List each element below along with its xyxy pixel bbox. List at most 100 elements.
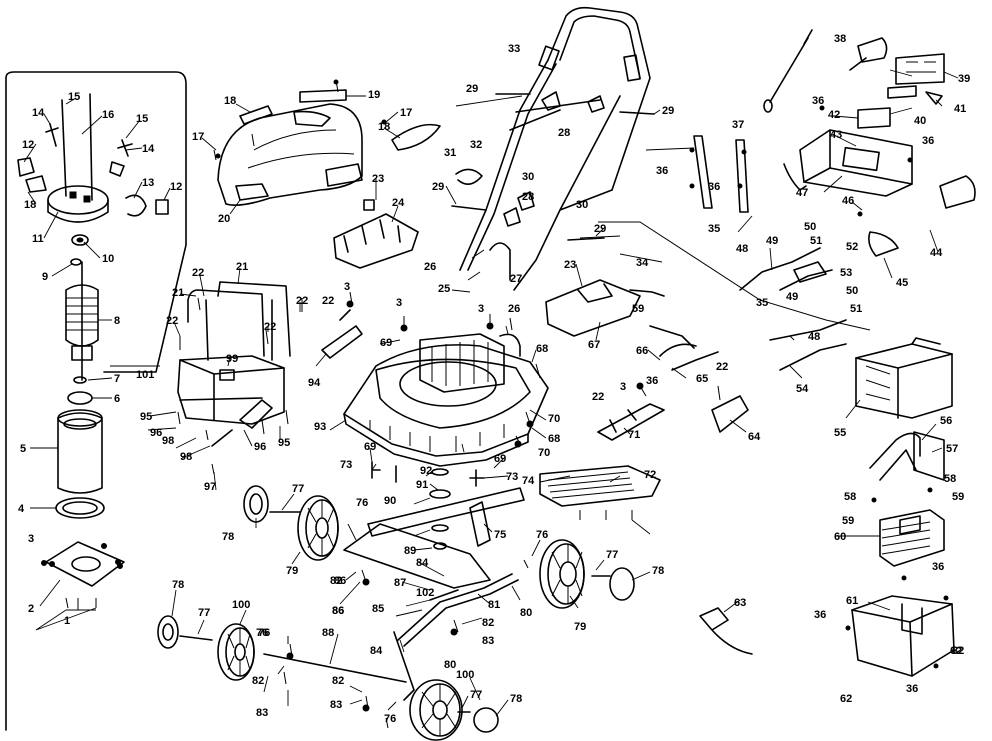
callout-label: 76 xyxy=(256,627,268,639)
callout-label: 69 xyxy=(494,453,506,465)
callout-label: 95 xyxy=(278,437,290,449)
callout-label: 34 xyxy=(636,257,649,269)
callout-label: 41 xyxy=(954,103,966,115)
callout-label: 56 xyxy=(940,415,952,427)
callout-label: 58 xyxy=(944,473,956,485)
callout-label: 59 xyxy=(952,491,964,503)
callout-label: 73 xyxy=(506,471,518,483)
callout-label: 22 xyxy=(592,391,604,403)
callout-label: 90 xyxy=(384,495,396,507)
motor-panel-outline xyxy=(5,71,187,731)
control-cable-part xyxy=(769,29,813,103)
callout-label: 4 xyxy=(18,503,25,515)
callout-label: 82 xyxy=(952,645,964,657)
callout-label: 29 xyxy=(432,181,444,193)
upper-handle-part xyxy=(547,6,651,191)
callout-label: 12 xyxy=(22,139,34,151)
motor-assembly-group xyxy=(5,71,187,731)
callout-label: 37 xyxy=(732,119,744,131)
grass-bag-part xyxy=(177,355,285,425)
cable-clip-part xyxy=(455,168,483,185)
callout-label: 8 xyxy=(114,315,120,327)
small-parts-group xyxy=(177,79,753,729)
callout-label: 13 xyxy=(142,177,154,189)
callout-label: 43 xyxy=(830,129,842,141)
callout-label: 1 xyxy=(64,615,70,627)
callout-label: 95 xyxy=(140,411,152,423)
callout-label: 97 xyxy=(204,481,216,493)
callout-label: 28 xyxy=(558,127,570,139)
callout-label: 76 xyxy=(384,713,396,725)
callout-label: 69 xyxy=(380,337,392,349)
callout-label: 14 xyxy=(142,143,155,155)
callout-label: 49 xyxy=(786,291,798,303)
callout-label: 87 xyxy=(394,577,406,589)
axle-part xyxy=(263,653,407,683)
callout-label: 68 xyxy=(548,433,560,445)
callout-label: 18 xyxy=(378,121,390,133)
lower-bearing-part xyxy=(67,391,93,405)
callout-label: 3 xyxy=(620,381,626,393)
callout-label: 18 xyxy=(24,199,36,211)
hubcap-part xyxy=(473,707,499,733)
callout-label: 88 xyxy=(322,627,334,639)
switch-actuator-part xyxy=(793,261,827,283)
callout-label: 39 xyxy=(958,73,970,85)
switch-plug-part xyxy=(939,175,976,209)
callout-label: 89 xyxy=(404,545,416,557)
bag-support-part xyxy=(397,573,513,641)
bracket-part xyxy=(321,325,363,359)
callout-label: 83 xyxy=(330,699,342,711)
switch-plate-group xyxy=(333,199,665,337)
callout-label: 91 xyxy=(416,479,428,491)
callout-label: 78 xyxy=(510,693,522,705)
callout-label: 22 xyxy=(716,361,728,373)
callout-label: 17 xyxy=(400,107,412,119)
callout-label: 30 xyxy=(522,171,534,183)
callout-label: 82 xyxy=(252,675,264,687)
callout-label: 58 xyxy=(844,491,856,503)
callout-label: 93 xyxy=(314,421,326,433)
callout-label: 77 xyxy=(470,689,482,701)
callout-label: 76 xyxy=(356,497,368,509)
callout-label: 52 xyxy=(846,241,858,253)
bag-latch-part xyxy=(239,399,273,429)
grass-bag-group xyxy=(177,281,291,447)
callout-label: 26 xyxy=(508,303,520,315)
wheel-part xyxy=(409,679,463,741)
callout-label: 62 xyxy=(950,645,962,657)
lower-handle-part xyxy=(459,59,549,271)
callout-label: 96 xyxy=(254,441,266,453)
mower-deck-group xyxy=(343,333,549,467)
callout-label: 50 xyxy=(804,221,816,233)
callout-label: 29 xyxy=(594,223,606,235)
callout-label: 36 xyxy=(906,683,918,695)
callout-label: 77 xyxy=(606,549,618,561)
callout-label: 79 xyxy=(286,565,298,577)
callout-label: 32 xyxy=(470,139,482,151)
callout-label: 59 xyxy=(842,515,854,527)
bracket-group xyxy=(321,309,749,441)
callout-label: 35 xyxy=(708,223,720,235)
callout-label: 19 xyxy=(368,89,380,101)
callout-label: 28 xyxy=(522,191,534,203)
callout-label: 48 xyxy=(736,243,748,255)
callout-label: 42 xyxy=(828,109,840,121)
top-cover-group xyxy=(215,79,441,206)
callout-label: 86 xyxy=(332,605,344,617)
callout-label: 102 xyxy=(416,587,434,599)
callout-label: 33 xyxy=(508,43,520,55)
switch-plate-part xyxy=(545,279,641,337)
side-label-part xyxy=(391,123,441,151)
hubcap-part xyxy=(243,485,269,523)
discharge-chute-part xyxy=(539,465,661,507)
callout-label: 38 xyxy=(834,33,846,45)
callout-label: 85 xyxy=(372,603,384,615)
callout-label: 66 xyxy=(636,345,648,357)
armature-part xyxy=(65,261,99,384)
handle-group xyxy=(451,6,655,293)
switch-box-part xyxy=(799,129,913,197)
gasket-part xyxy=(55,497,105,519)
callout-label: 76 xyxy=(258,627,270,639)
